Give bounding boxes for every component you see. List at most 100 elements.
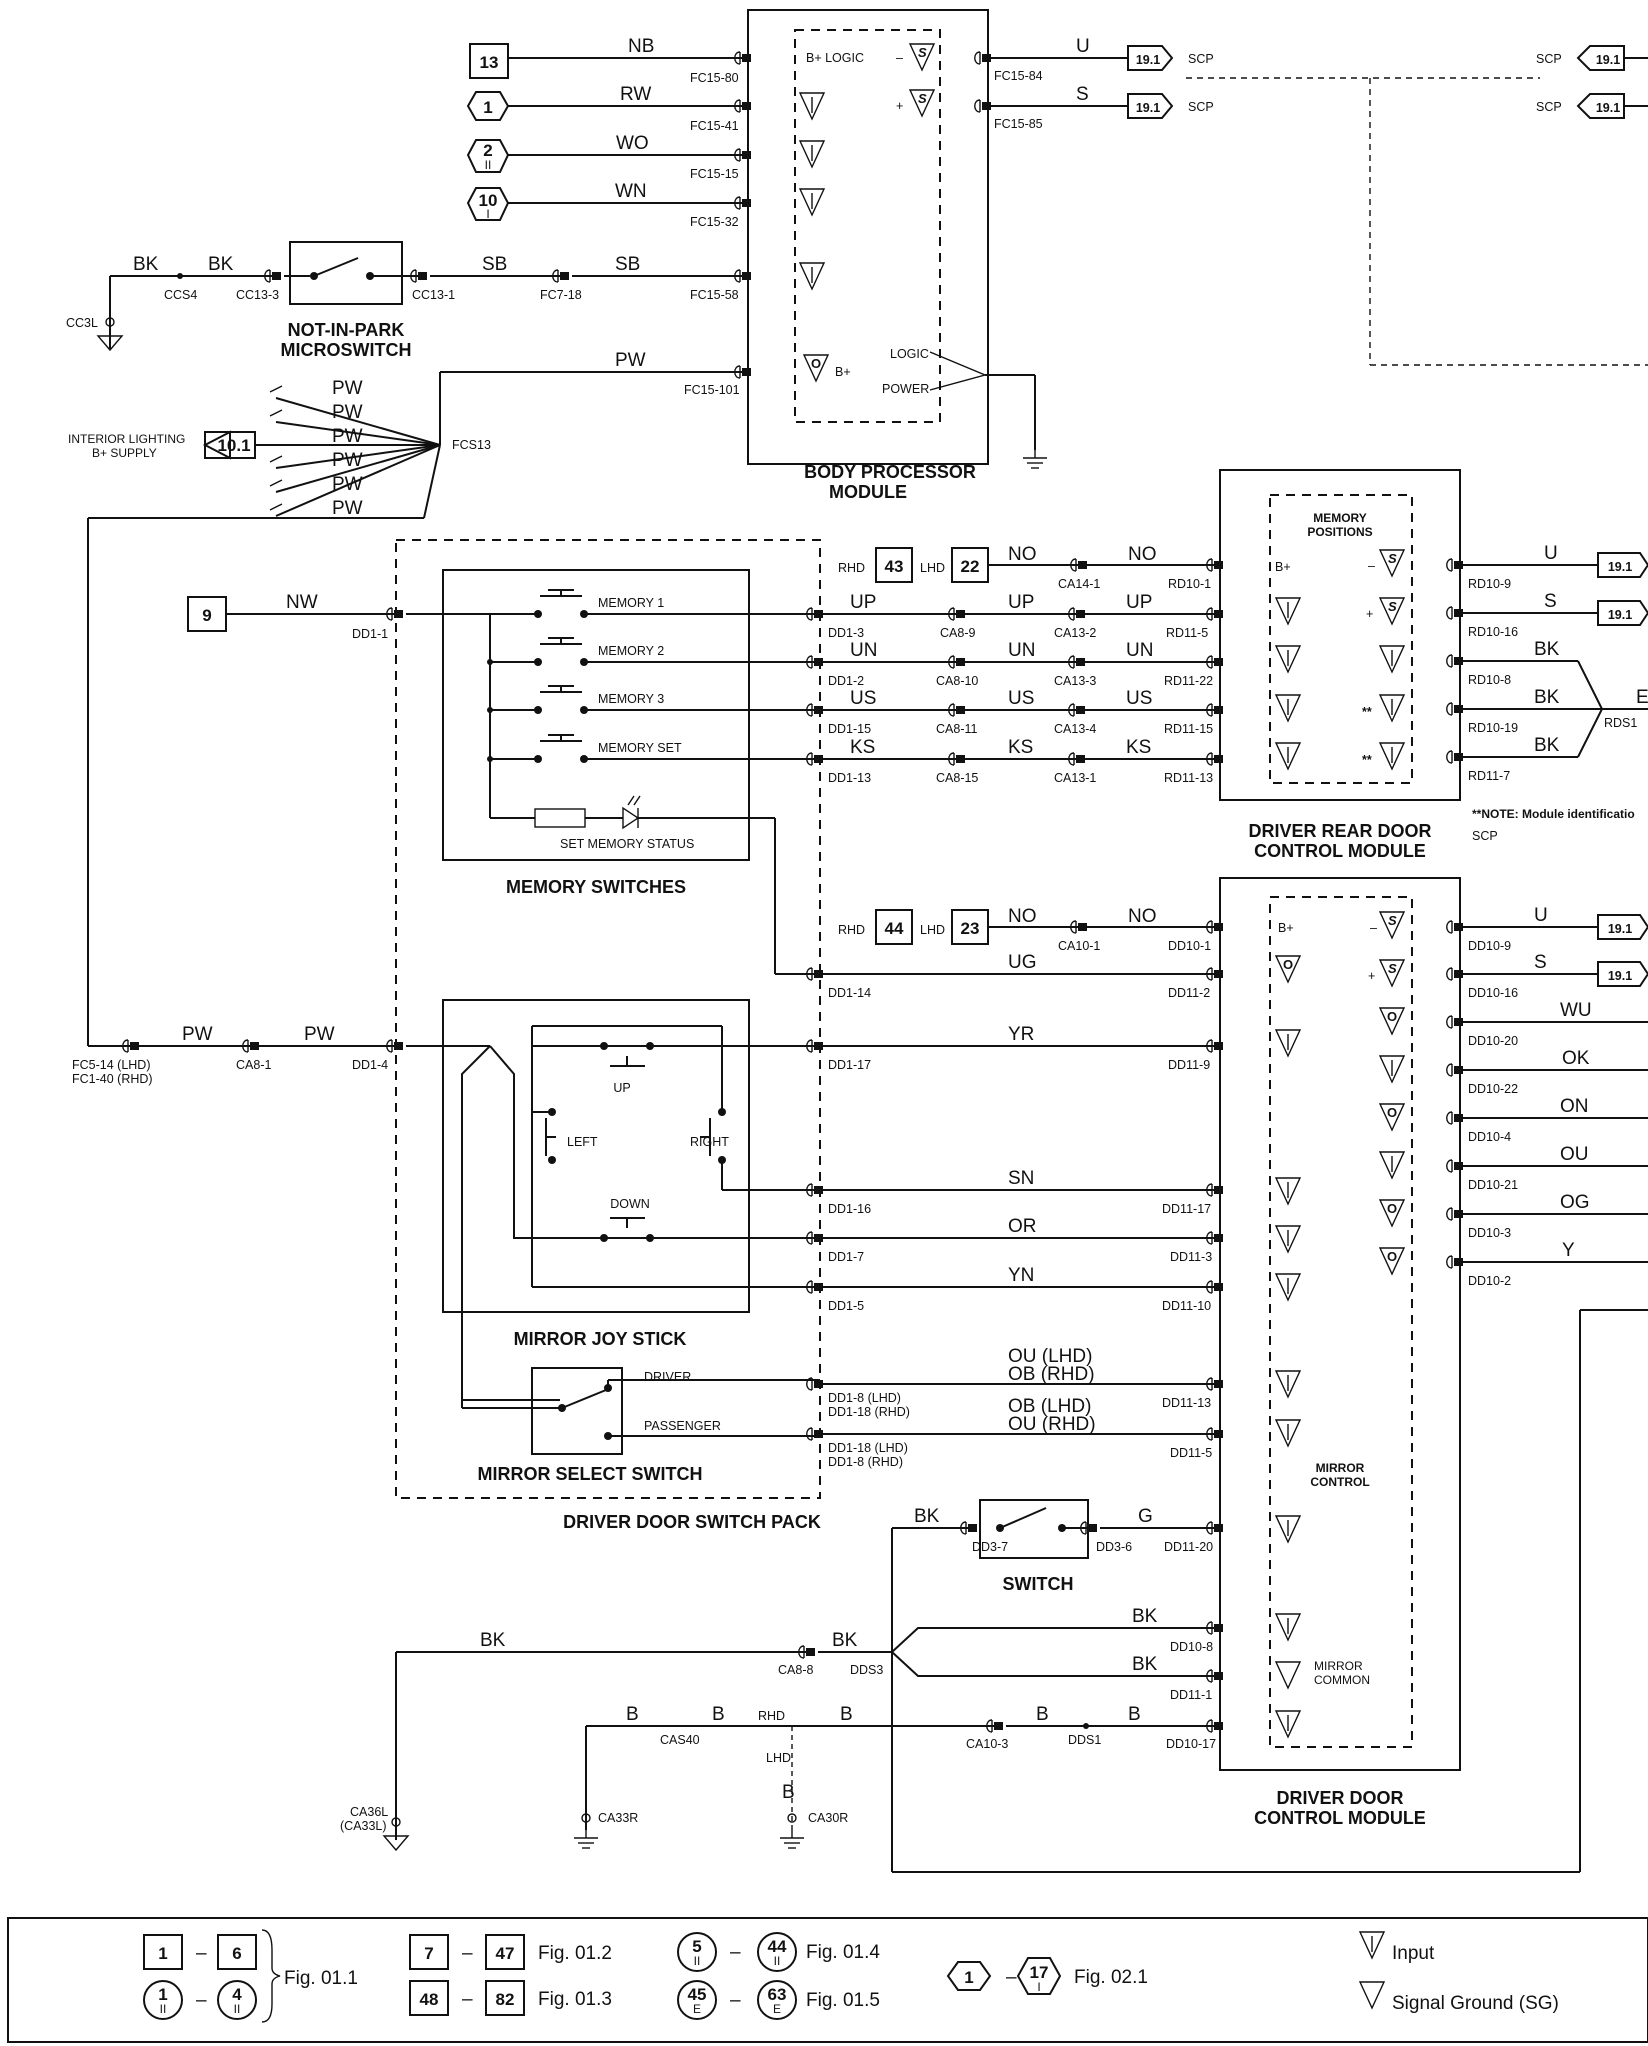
svg-text:DD11-9: DD11-9 (1168, 1058, 1210, 1072)
svg-text:B+: B+ (1278, 921, 1294, 935)
svg-text:B: B (626, 1704, 639, 1725)
input-icon (799, 92, 825, 120)
svg-text:OU (RHD): OU (RHD) (1008, 1414, 1096, 1435)
svg-text:DD10-8: DD10-8 (1170, 1640, 1213, 1654)
svg-text:B: B (840, 1704, 853, 1725)
svg-text:FC15-41: FC15-41 (690, 119, 739, 133)
svg-text:E: E (1636, 687, 1648, 708)
svg-text:UG: UG (1008, 952, 1037, 973)
svg-text:DRIVER DOOR SWITCH PACK: DRIVER DOOR SWITCH PACK (563, 1512, 821, 1532)
svg-text:MIRROR SELECT SWITCH: MIRROR SELECT SWITCH (478, 1464, 703, 1484)
svg-text:RHD: RHD (838, 561, 865, 575)
svg-text:RD10-1: RD10-1 (1168, 577, 1211, 591)
scp-icon (909, 43, 935, 71)
svg-text:CA8-10: CA8-10 (936, 674, 978, 688)
svg-text:Fig. 01.3: Fig. 01.3 (538, 1989, 612, 2010)
svg-text:BK: BK (832, 1630, 858, 1651)
svg-text:RHD: RHD (758, 1709, 785, 1723)
svg-text:CA13-1: CA13-1 (1054, 771, 1096, 785)
svg-text:CA10-3: CA10-3 (966, 1737, 1008, 1751)
svg-text:FC5-14 (LHD): FC5-14 (LHD) (72, 1058, 151, 1072)
bpm-bplus-logic: B+ LOGIC (806, 51, 864, 65)
svg-text:DD10-2: DD10-2 (1468, 1274, 1511, 1288)
svg-text:NB: NB (628, 36, 654, 57)
bpm-title-2: MODULE (829, 482, 907, 502)
svg-text:FCS13: FCS13 (452, 438, 491, 452)
svg-text:RD10-8: RD10-8 (1468, 673, 1511, 687)
svg-text:II: II (160, 2002, 167, 2016)
svg-text:CC13-3: CC13-3 (236, 288, 279, 302)
svg-text:CCS4: CCS4 (164, 288, 197, 302)
svg-text:DDS1: DDS1 (1068, 1733, 1101, 1747)
bpm-logic: LOGIC (890, 347, 929, 361)
svg-text:PW: PW (332, 378, 363, 399)
svg-text:Y: Y (1562, 1240, 1575, 1261)
svg-text:UP: UP (613, 1081, 630, 1095)
svg-text:19.1: 19.1 (1608, 608, 1632, 622)
svg-text:17: 17 (1030, 1963, 1049, 1982)
svg-text:1: 1 (964, 1968, 973, 1987)
svg-text:–: – (196, 1943, 207, 1964)
svg-text:DD1-4: DD1-4 (352, 1058, 388, 1072)
svg-text:US: US (1008, 688, 1034, 709)
svg-text:DD10-20: DD10-20 (1468, 1034, 1518, 1048)
svg-text:DRIVER DOOR: DRIVER DOOR (1276, 1788, 1403, 1808)
rear-door-wires: RHD 43 LHD 22 NO NO CA14-1 RD10-1 UP UP … (806, 543, 1648, 785)
svg-text:S: S (1076, 84, 1089, 105)
svg-text:BK: BK (133, 254, 159, 275)
not-in-park-microswitch (289, 241, 403, 305)
svg-text:+: + (1366, 607, 1373, 621)
svg-text:DRIVER: DRIVER (644, 1370, 691, 1384)
bpm-bplus: B+ (835, 365, 851, 379)
svg-text:E: E (773, 2002, 781, 2016)
input-icon (799, 262, 825, 290)
ground-icon (573, 1829, 599, 1849)
svg-text:BK: BK (1132, 1606, 1158, 1627)
svg-text:–: – (1368, 559, 1375, 573)
svg-text:RHD: RHD (838, 923, 865, 937)
svg-text:–: – (896, 51, 903, 65)
svg-text:B+ SUPPLY: B+ SUPPLY (92, 446, 157, 460)
svg-text:FC15-32: FC15-32 (690, 215, 739, 229)
output-icon (803, 354, 829, 382)
svg-text:PW: PW (332, 498, 363, 519)
svg-text:B: B (712, 1704, 725, 1725)
svg-text:RD10-9: RD10-9 (1468, 577, 1511, 591)
svg-text:–: – (1370, 921, 1377, 935)
svg-text:BK: BK (1534, 639, 1560, 660)
driver-door-wires: RHD 44 LHD 23 NO NO CA10-1 DD10-1 UG DD1… (72, 589, 1648, 1873)
svg-text:RD11-22: RD11-22 (1164, 674, 1213, 688)
svg-text:RD11-5: RD11-5 (1166, 626, 1208, 640)
svg-text:MEMORY: MEMORY (1313, 511, 1367, 525)
svg-text:NO: NO (1008, 906, 1037, 927)
svg-text:UN: UN (850, 640, 877, 661)
svg-text:+: + (1368, 969, 1375, 983)
svg-text:Fig. 01.2: Fig. 01.2 (538, 1943, 612, 1964)
svg-text:DD11-1: DD11-1 (1170, 1688, 1212, 1702)
svg-text:PASSENGER: PASSENGER (644, 1419, 721, 1433)
memory-switches (442, 569, 750, 861)
svg-text:CONTROL: CONTROL (1310, 1475, 1369, 1489)
svg-text:**: ** (1362, 753, 1372, 767)
svg-text:CONTROL MODULE: CONTROL MODULE (1254, 1808, 1426, 1828)
svg-text:–: – (730, 1942, 741, 1963)
svg-text:FC15-58: FC15-58 (690, 288, 739, 302)
svg-text:Input: Input (1392, 1943, 1435, 1964)
svg-text:US: US (850, 688, 876, 709)
svg-text:–: – (462, 1943, 473, 1964)
svg-text:OR: OR (1008, 1216, 1037, 1237)
svg-text:Signal Ground (SG): Signal Ground (SG) (1392, 1993, 1559, 2014)
svg-text:RD11-15: RD11-15 (1164, 722, 1213, 736)
svg-text:22: 22 (961, 557, 980, 576)
svg-text:DD1-7: DD1-7 (828, 1250, 864, 1264)
svg-text:CA36L: CA36L (350, 1805, 388, 1819)
svg-text:OK: OK (1562, 1048, 1590, 1069)
mirror-joystick (442, 999, 750, 1313)
svg-text:6: 6 (232, 1944, 241, 1963)
svg-text:DD1-17: DD1-17 (828, 1058, 871, 1072)
svg-text:S: S (1544, 591, 1557, 612)
svg-text:MIRROR JOY STICK: MIRROR JOY STICK (514, 1329, 687, 1349)
svg-text:19.1: 19.1 (1596, 101, 1620, 115)
svg-text:DD10-9: DD10-9 (1468, 939, 1511, 953)
svg-text:PW: PW (332, 426, 363, 447)
